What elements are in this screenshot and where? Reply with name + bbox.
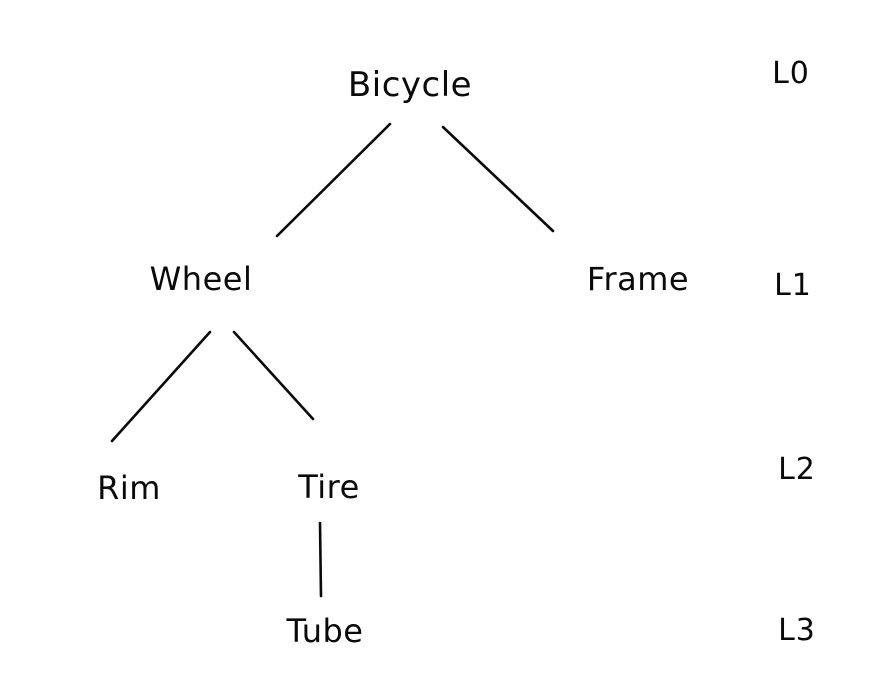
level-label-l3: L3: [778, 613, 816, 648]
node-wheel[interactable]: Wheel: [149, 260, 253, 298]
level-label-l2: L2: [778, 452, 816, 487]
edge-wheel-to-rim: [110, 330, 212, 443]
edge-wheel-to-tire: [232, 330, 315, 421]
node-tire[interactable]: Tire: [298, 468, 360, 506]
edge-bicycle-to-frame: [441, 125, 555, 233]
edge-bicycle-to-wheel: [275, 122, 392, 238]
node-tube[interactable]: Tube: [286, 612, 364, 650]
node-bicycle[interactable]: Bicycle: [347, 65, 473, 105]
node-frame[interactable]: Frame: [586, 260, 690, 298]
level-label-l1: L1: [774, 268, 812, 303]
node-rim[interactable]: Rim: [97, 469, 161, 507]
edge-tire-to-tube: [318, 521, 323, 598]
level-label-l0: L0: [772, 56, 810, 91]
